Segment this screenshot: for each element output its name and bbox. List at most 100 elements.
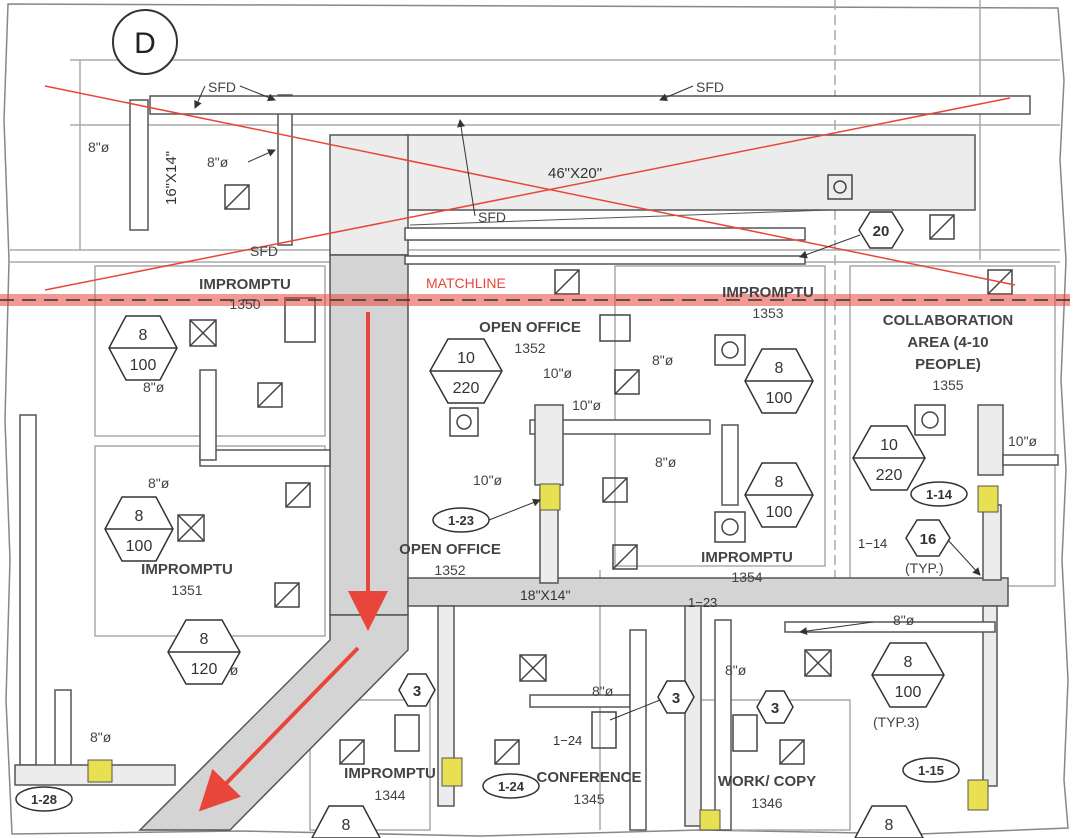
- room-name: IMPROMPTU: [701, 549, 793, 566]
- svg-text:1-28: 1-28: [31, 792, 57, 807]
- room-number: 1354: [731, 569, 762, 585]
- diam-label-8c: 8"ø: [143, 379, 165, 395]
- sfd-label-3: SFD: [478, 209, 506, 225]
- unit-tag: 1-24: [482, 773, 540, 799]
- room-name: IMPROMPTU: [141, 561, 233, 578]
- unit-tag: 1-14: [910, 481, 968, 507]
- svg-text:8: 8: [775, 360, 784, 377]
- main-duct-label: 46"X20": [548, 165, 602, 182]
- svg-text:10: 10: [457, 350, 475, 367]
- room-number: 1346: [751, 795, 782, 811]
- room-name-line3: PEOPLE): [915, 356, 981, 373]
- diam-label-8i: 8"ø: [592, 683, 614, 699]
- diffuser-tag: 10 220: [429, 338, 503, 404]
- svg-text:220: 220: [876, 467, 903, 484]
- diam-label-8a: 8"ø: [88, 139, 110, 155]
- svg-text:1-14: 1-14: [926, 487, 953, 502]
- keynote-hex: 20: [858, 211, 904, 249]
- svg-text:3: 3: [672, 690, 680, 707]
- diffuser-tag: 8: [311, 805, 381, 838]
- svg-text:10: 10: [880, 437, 898, 454]
- diffuser-tag: 8 100: [871, 642, 945, 708]
- svg-text:16: 16: [920, 531, 937, 548]
- svg-text:100: 100: [126, 538, 153, 555]
- svg-text:8: 8: [775, 474, 784, 491]
- svg-text:1-15: 1-15: [918, 763, 944, 778]
- room-name-line2: AREA (4-10: [907, 334, 988, 351]
- keynote-hex: 3: [756, 690, 794, 724]
- svg-text:100: 100: [766, 504, 793, 521]
- typ3-label: (TYP.3): [873, 714, 919, 730]
- diam-label-10c: 10"ø: [473, 472, 503, 488]
- diffuser-tag: 8 100: [104, 496, 174, 562]
- keynote-hex: 3: [657, 680, 695, 714]
- tag-1-14-label: 1−14: [858, 536, 887, 551]
- diam-label-8j: 8"ø: [90, 729, 112, 745]
- room-number: 1355: [932, 377, 963, 393]
- svg-text:100: 100: [895, 684, 922, 701]
- room-name: WORK/ COPY: [718, 773, 816, 790]
- room-name: OPEN OFFICE: [479, 319, 581, 336]
- svg-text:3: 3: [771, 700, 779, 717]
- room-name: COLLABORATION: [883, 312, 1014, 329]
- keynote-hex: 3: [398, 673, 436, 707]
- diffuser-symbols: [177, 174, 1013, 765]
- room-number: 1352: [434, 562, 465, 578]
- diam-label-8g: 8"ø: [893, 612, 915, 628]
- room-name: IMPROMPTU: [199, 276, 291, 293]
- unit-tag: 1-28: [15, 786, 73, 812]
- room-number: 1345: [573, 791, 604, 807]
- svg-text:8: 8: [904, 654, 913, 671]
- flow-arrow-diagonal: [198, 646, 360, 812]
- diam-label-10a: 10"ø: [543, 365, 573, 381]
- duct-16x14-label: 16"X14": [163, 151, 180, 205]
- diam-label-8e: 8"ø: [652, 352, 674, 368]
- sfd-label-2: SFD: [696, 79, 724, 95]
- keynote-hex: 16: [905, 519, 951, 557]
- room-labels: IMPROMPTU 1350 IMPROMPTU 1353 OPEN OFFIC…: [141, 276, 1013, 811]
- typ-label: (TYP.): [905, 560, 944, 576]
- unit-tag: 1-15: [902, 757, 960, 783]
- svg-text:100: 100: [766, 390, 793, 407]
- matchline-label: MATCHLINE: [426, 275, 506, 291]
- diam-label-8b: 8"ø: [207, 154, 229, 170]
- tag-1-23-label: 1−23: [688, 595, 717, 610]
- svg-text:8: 8: [200, 631, 209, 648]
- diffuser-tag: 8: [854, 805, 924, 838]
- diam-label-10b: 10"ø: [572, 397, 602, 413]
- tag-1-24-label: 1−24: [553, 733, 582, 748]
- room-name: CONFERENCE: [536, 769, 641, 786]
- room-number: 1350: [229, 296, 260, 312]
- diam-label-8d: 8"ø: [148, 475, 170, 491]
- svg-text:20: 20: [873, 223, 890, 240]
- diffuser-tags: 8 100 10 220 8 100 8 100 10 220 8 100: [104, 315, 945, 838]
- sfd-label-1: SFD: [208, 79, 236, 95]
- svg-text:1-23: 1-23: [448, 513, 474, 528]
- redline-markups: [0, 85, 1070, 812]
- duct-18x14-label: 18"X14": [520, 587, 570, 603]
- diffuser-tag: 10 220: [852, 425, 926, 491]
- unit-tag: 1-23: [432, 507, 490, 533]
- diffuser-tag: 8 100: [744, 348, 814, 414]
- room-number: 1351: [171, 582, 202, 598]
- svg-text:220: 220: [453, 380, 480, 397]
- strike-line-1: [44, 85, 1016, 286]
- svg-text:3: 3: [413, 683, 421, 700]
- grid-bubble-label: D: [134, 27, 156, 60]
- diffuser-tag: 8 120: [167, 619, 241, 685]
- diam-label-10d: 10"ø: [1008, 433, 1038, 449]
- room-number: 1344: [374, 787, 405, 803]
- room-name: IMPROMPTU: [344, 765, 436, 782]
- room-name: OPEN OFFICE: [399, 541, 501, 558]
- svg-text:8: 8: [135, 508, 144, 525]
- svg-text:100: 100: [130, 357, 157, 374]
- diam-label-8h: 8"ø: [725, 662, 747, 678]
- svg-text:1-24: 1-24: [498, 779, 525, 794]
- room-name: IMPROMPTU: [722, 284, 814, 301]
- svg-text:8: 8: [885, 817, 894, 834]
- svg-text:120: 120: [191, 661, 218, 678]
- leader-lines: [194, 85, 981, 721]
- svg-text:8: 8: [342, 817, 351, 834]
- diffuser-tag: 8 100: [108, 315, 178, 381]
